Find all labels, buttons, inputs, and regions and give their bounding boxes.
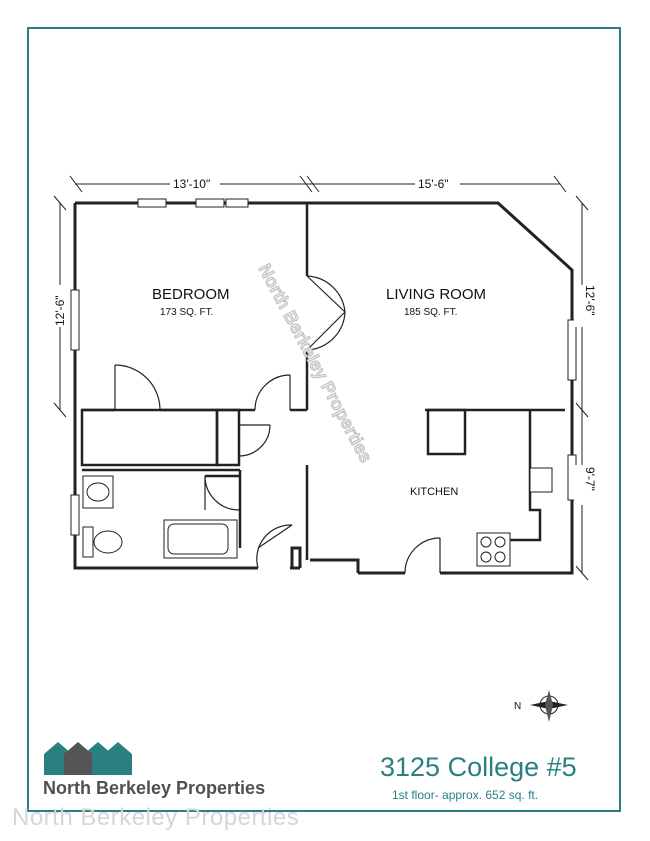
brand-logo-icon [44,742,132,775]
doors [114,275,441,574]
windows [70,198,577,536]
bedroom-label: BEDROOM [152,286,230,303]
unit-subtitle: 1st floor- approx. 652 sq. ft. [392,788,539,802]
dimension-labels: 13'-10" 15'-6" 12'-6" 12'-6" 9'-7" [52,176,597,505]
living-room-area: 185 SQ. FT. [404,307,457,318]
dim-top-right: 15'-6" [418,177,449,191]
diagonal-watermark: North Berkeley Properties [254,260,376,465]
brand-name: North Berkeley Properties [43,778,266,798]
bedroom-area: 173 SQ. FT. [160,307,213,318]
kitchen-label: KITCHEN [410,486,458,498]
dim-top-left: 13'-10" [173,177,210,191]
dim-right-lower: 9'-7" [583,467,597,491]
room-labels: BEDROOM 173 SQ. FT. LIVING ROOM 185 SQ. … [152,286,486,498]
bottom-watermark: North Berkeley Properties [12,804,300,831]
fixtures [82,467,553,567]
page-border [27,27,621,812]
compass-north-label: N [514,701,521,712]
compass-icon: N [514,690,568,722]
dim-left: 12'-6" [53,295,67,326]
unit-title: 3125 College #5 [380,752,577,782]
living-room-label: LIVING ROOM [386,286,486,303]
dim-right-upper: 12'-6" [583,285,597,316]
